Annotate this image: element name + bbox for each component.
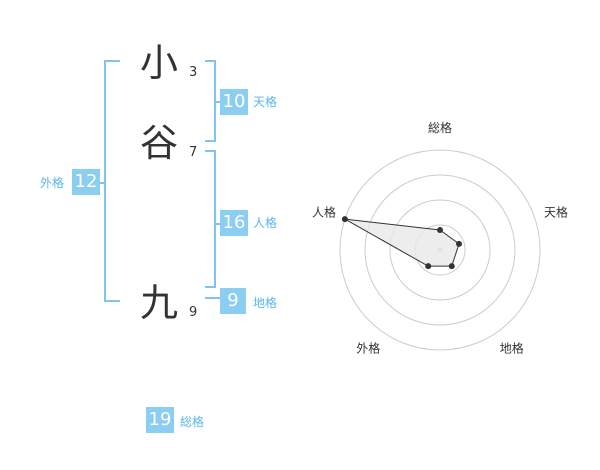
- name-char-3-strokes: 9: [189, 305, 198, 320]
- jinkaku-bracket: [205, 150, 216, 288]
- name-char-1: 小: [140, 41, 179, 85]
- radar-axis-label-0: 総格: [428, 120, 452, 135]
- soukaku-score: 19: [146, 407, 174, 433]
- radar-axis-label-2: 地格: [500, 341, 524, 356]
- jinkaku-score: 16: [220, 210, 248, 236]
- radar-point-1: [456, 240, 463, 247]
- gaikaku-score: 12: [72, 169, 100, 195]
- name-char-1-strokes: 3: [189, 65, 198, 80]
- name-char-2: 谷: [140, 121, 179, 165]
- radar-point-0: [437, 227, 443, 233]
- radar-point-4: [341, 216, 348, 223]
- chikaku-score: 9: [220, 288, 246, 314]
- gaikaku-connector: [98, 182, 104, 184]
- jinkaku-label: 人格: [253, 216, 278, 230]
- gaikaku-label: 外格: [40, 176, 65, 190]
- radar-ring-2: [389, 199, 491, 301]
- tenkaku-score: 10: [220, 89, 248, 115]
- soukaku-label: 総格: [180, 415, 205, 429]
- radar-ring-3: [364, 174, 516, 326]
- tenkaku-connector: [214, 101, 220, 103]
- chikaku-connector: [205, 297, 220, 299]
- radar-axis-label-1: 天格: [544, 204, 568, 219]
- name-char-2-strokes: 7: [189, 145, 198, 160]
- radar-axis-label-4: 人格: [312, 204, 336, 219]
- chikaku-label: 地格: [253, 296, 278, 310]
- radar-axis-label-3: 外格: [356, 341, 380, 356]
- tenkaku-label: 天格: [253, 95, 278, 109]
- gaikaku-bracket: [104, 60, 120, 302]
- radar-point-2: [448, 263, 455, 270]
- radar-point-3: [425, 263, 432, 270]
- name-char-3: 九: [140, 281, 179, 325]
- radar-ring-4: [339, 149, 541, 351]
- radar-data-area: [344, 218, 460, 267]
- jinkaku-connector: [214, 223, 220, 225]
